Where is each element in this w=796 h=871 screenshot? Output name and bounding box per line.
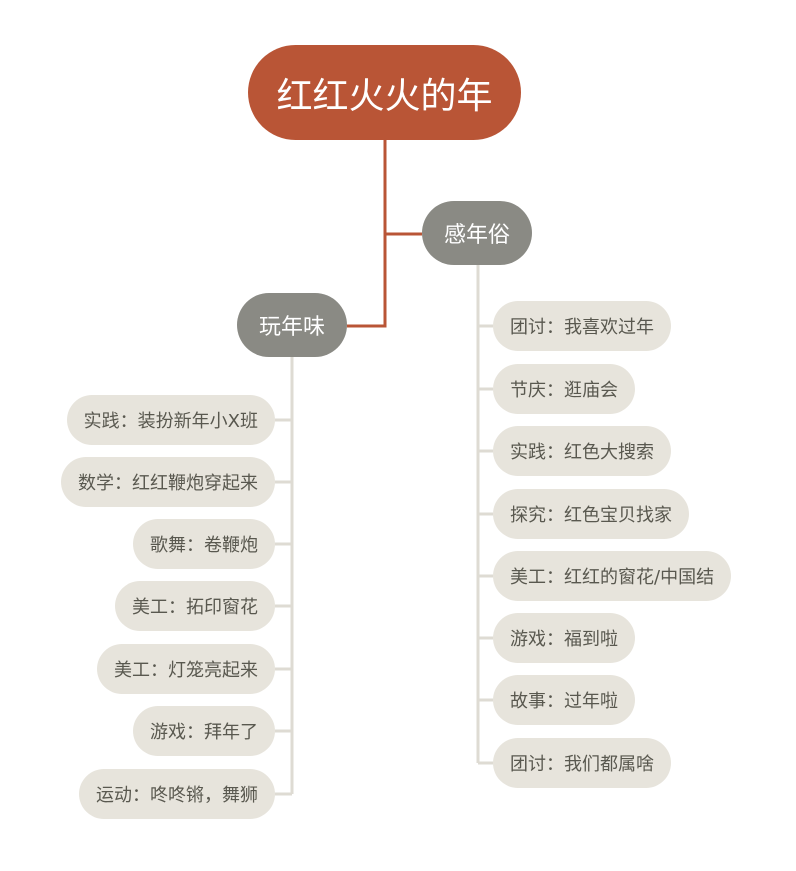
leaf-topic[interactable]: 实践：红色大搜索 [493,426,671,476]
leaf-topic[interactable]: 团讨：我们都属啥 [493,738,671,788]
leaf-topic[interactable]: 实践：装扮新年小X班 [66,395,275,445]
leaf-topic[interactable]: 游戏：福到啦 [493,613,635,663]
branch-topic-gan-nian-su[interactable]: 感年俗 [422,201,532,265]
branch-topic-wan-nian-wei[interactable]: 玩年味 [237,293,347,357]
leaf-topic[interactable]: 美工：红红的窗花/中国结 [493,551,732,601]
leaf-topic[interactable]: 团讨：我喜欢过年 [493,301,671,351]
leaf-topic[interactable]: 歌舞：卷鞭炮 [133,519,275,569]
leaf-topic[interactable]: 数学：红红鞭炮穿起来 [61,457,275,507]
leaf-topic[interactable]: 探究：红色宝贝找家 [493,489,689,539]
leaf-topic[interactable]: 故事：过年啦 [493,675,635,725]
left-leaf-links [275,418,292,796]
leaf-topic[interactable]: 游戏：拜年了 [133,706,275,756]
leaf-topic[interactable]: 美工：灯笼亮起来 [97,644,275,694]
root-link-left [347,140,387,328]
leaf-topic[interactable]: 节庆：逛庙会 [493,364,635,414]
leaf-topic[interactable]: 美工：拓印窗花 [115,581,275,631]
leaf-topic[interactable]: 运动：咚咚锵，舞狮 [79,769,275,819]
right-leaf-links [478,324,493,765]
root-topic[interactable]: 红红火火的年 [248,45,521,140]
